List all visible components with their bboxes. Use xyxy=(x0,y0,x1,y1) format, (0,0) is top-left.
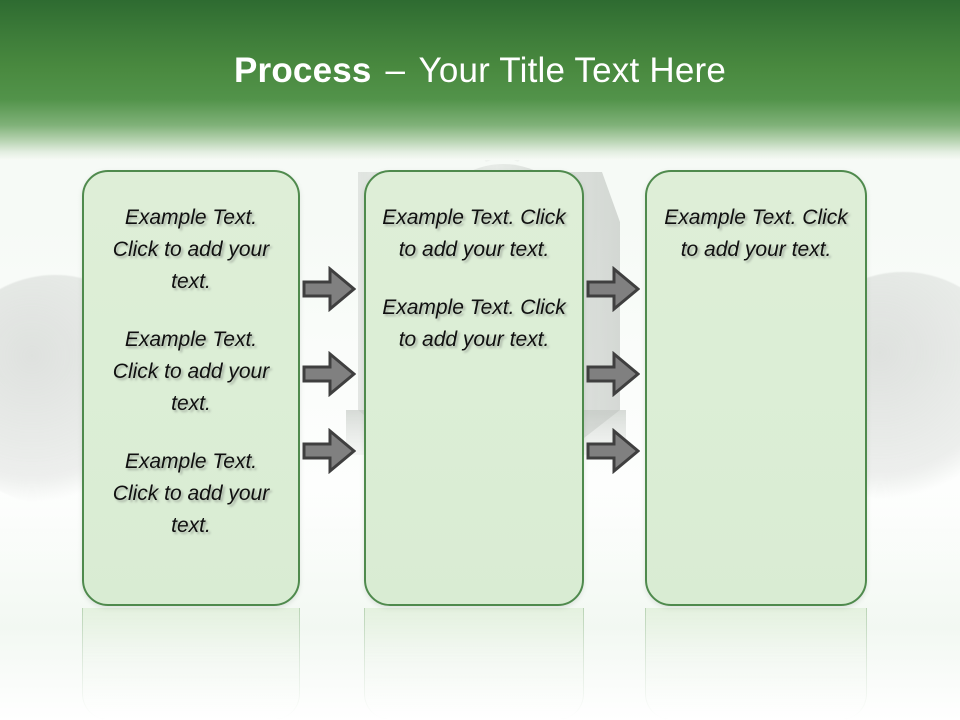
page-title: Process – Your Title Text Here xyxy=(0,50,960,92)
arrow-right-glyph xyxy=(302,428,356,474)
process-column-1[interactable]: Example Text. Click to add your text. Ex… xyxy=(82,170,300,606)
column-1-paragraph-3[interactable]: Example Text. Click to add your text. xyxy=(112,450,270,537)
column-3-reflection xyxy=(645,608,867,720)
arrow-right-glyph xyxy=(302,351,356,397)
column-2-paragraph-2[interactable]: Example Text. Click to add your text. xyxy=(382,296,566,351)
page-title-bold: Process xyxy=(233,51,372,90)
column-1-paragraph-2[interactable]: Example Text. Click to add your text. xyxy=(112,328,270,415)
arrow-right-glyph xyxy=(586,351,640,397)
column-1-paragraph-1[interactable]: Example Text. Click to add your text. xyxy=(112,206,270,293)
arrow-right-icon[interactable] xyxy=(302,428,356,474)
arrow-right-icon[interactable] xyxy=(586,351,640,397)
arrow-right-glyph xyxy=(586,266,640,312)
arrow-right-icon[interactable] xyxy=(586,428,640,474)
process-column-2[interactable]: Example Text. Click to add your text. Ex… xyxy=(364,170,584,606)
column-2-paragraph-1[interactable]: Example Text. Click to add your text. xyxy=(382,206,566,261)
slide-header-banner: Process – Your Title Text Here xyxy=(0,0,960,160)
process-column-3[interactable]: Example Text. Click to add your text. xyxy=(645,170,867,606)
page-title-separator: – xyxy=(385,51,406,90)
arrow-right-icon[interactable] xyxy=(302,266,356,312)
page-title-rest: Your Title Text Here xyxy=(418,51,726,90)
column-3-paragraph-1[interactable]: Example Text. Click to add your text. xyxy=(664,206,848,261)
arrow-right-icon[interactable] xyxy=(302,351,356,397)
arrow-right-glyph xyxy=(586,428,640,474)
arrow-right-glyph xyxy=(302,266,356,312)
arrow-right-icon[interactable] xyxy=(586,266,640,312)
